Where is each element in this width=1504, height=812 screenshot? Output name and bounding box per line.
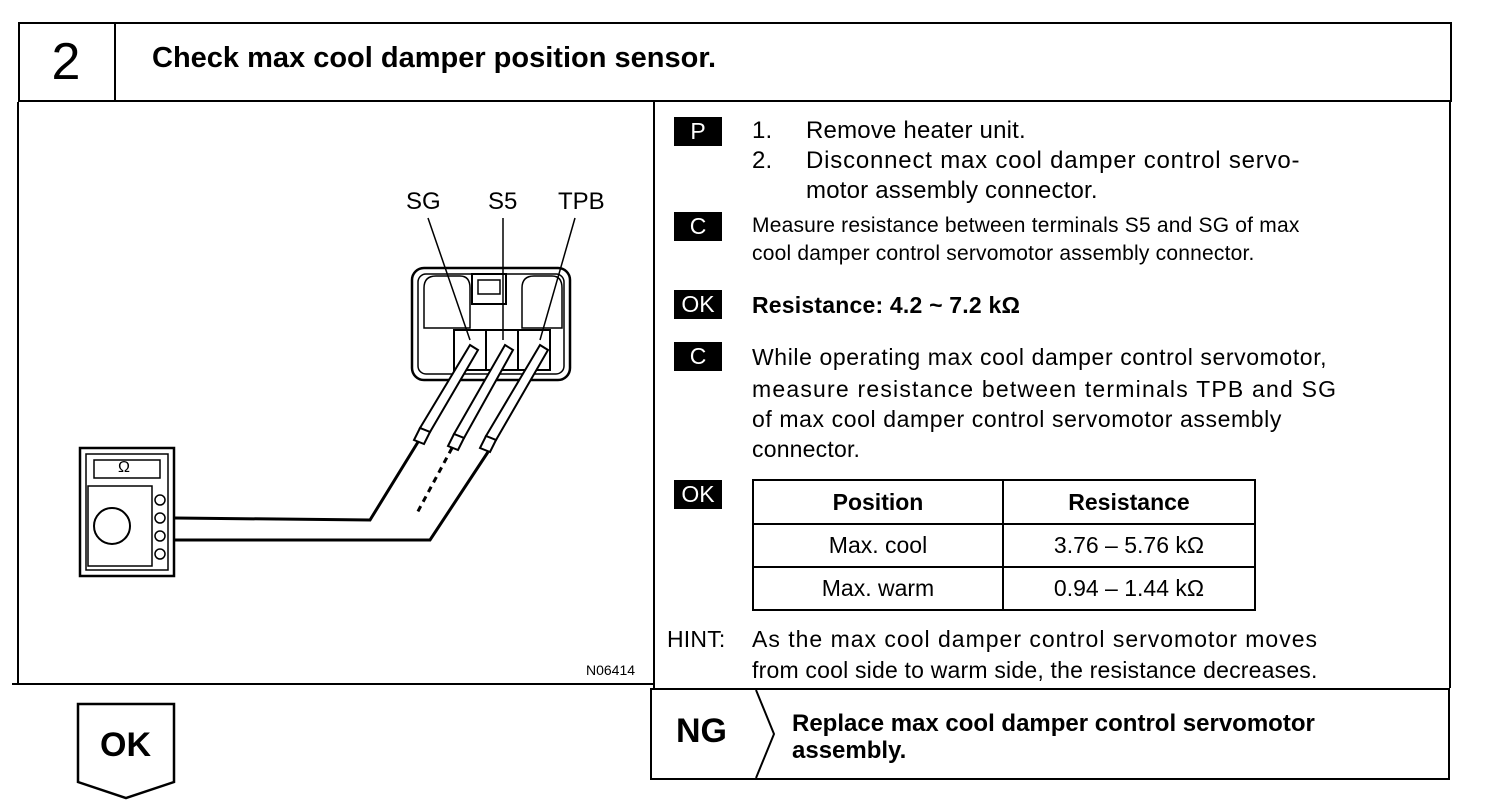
hint-label: HINT:: [667, 626, 726, 652]
test-lead: [175, 451, 490, 542]
test-probes: [412, 343, 550, 454]
step-number: 2: [18, 22, 116, 102]
instruction-text: connector.: [752, 436, 861, 462]
ng-chevron: [755, 689, 776, 779]
table-cell: Max. cool: [752, 523, 1004, 568]
step-title: Check max cool damper position sensor.: [152, 42, 717, 74]
ohmmeter: [78, 446, 176, 578]
table-row: Max. cool 3.76 – 5.76 kΩ: [752, 523, 1256, 568]
terminal-label-tpb: TPB: [558, 188, 605, 215]
ok-arrow: [76, 702, 176, 800]
ng-text-line: assembly.: [792, 737, 907, 764]
instruction-text: Disconnect max cool damper control servo…: [806, 147, 1301, 174]
table-cell: 0.94 – 1.44 kΩ: [1002, 566, 1256, 611]
table-row: Max. warm 0.94 – 1.44 kΩ: [752, 566, 1256, 611]
badge-ok: OK: [674, 290, 722, 319]
hint-text: from cool side to warm side, the resista…: [752, 657, 1318, 683]
instruction-text: of max cool damper control servomotor as…: [752, 406, 1282, 432]
terminal-label-s5: S5: [488, 188, 518, 215]
table-header: Position: [752, 479, 1004, 525]
instruction-text: cool damper control servomotor assembly …: [752, 242, 1255, 265]
figure-code: N06414: [586, 662, 636, 678]
badge-p: P: [674, 117, 722, 146]
badge-ok: OK: [674, 480, 722, 509]
step-num-1: 1.: [752, 117, 773, 144]
resistance-table: Position Resistance Max. cool 3.76 – 5.7…: [752, 479, 1256, 611]
connector-housing: [410, 266, 572, 382]
instruction-text: Remove heater unit.: [806, 117, 1026, 144]
instruction-text: measure resistance between terminals TPB…: [752, 376, 1338, 402]
table-cell: Max. warm: [752, 566, 1004, 611]
instruction-text: Measure resistance between terminals S5 …: [752, 214, 1300, 237]
badge-c: C: [674, 212, 722, 241]
hint-text: As the max cool damper control servomoto…: [752, 626, 1318, 652]
ok-label: OK: [100, 726, 151, 764]
badge-c: C: [674, 342, 722, 371]
ng-box: [650, 688, 1450, 780]
ng-text-line: Replace max cool damper control servomot…: [792, 710, 1315, 737]
table-header: Resistance: [1002, 479, 1256, 525]
step-num-2: 2.: [752, 147, 773, 174]
instruction-text: motor assembly connector.: [806, 177, 1098, 204]
step-header: [18, 22, 1452, 102]
instruction-text: While operating max cool damper control …: [752, 344, 1328, 370]
resistance-spec: Resistance: 4.2 ~ 7.2 kΩ: [752, 292, 1021, 318]
table-cell: 3.76 – 5.76 kΩ: [1002, 523, 1256, 568]
ohm-symbol: Ω: [118, 459, 130, 476]
connector-diagram: [78, 217, 576, 578]
ng-label: NG: [676, 712, 727, 750]
terminal-label-sg: SG: [406, 188, 441, 215]
test-lead: [174, 441, 420, 522]
